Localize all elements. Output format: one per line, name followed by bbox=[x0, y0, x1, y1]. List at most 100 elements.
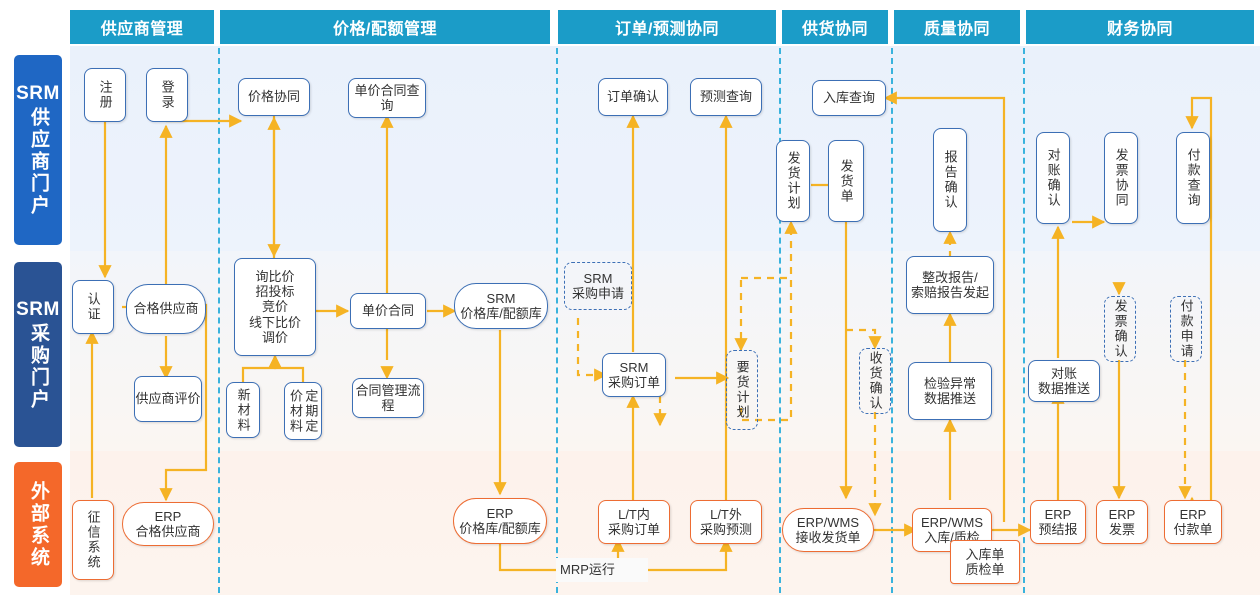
node-label-line1: ERP/WMS bbox=[920, 514, 984, 530]
node-label-line2: 价格库/配额库 bbox=[459, 521, 541, 536]
node-label: 合同管理流程 bbox=[355, 382, 421, 413]
node-erp-invoice[interactable]: ERP 发票 bbox=[1096, 500, 1148, 544]
node-erp-qualified-supplier[interactable]: ERP 合格供应商 bbox=[122, 502, 214, 546]
node-periodic-priced-material[interactable]: 定期定价材料 bbox=[284, 382, 322, 440]
header-supply-collab[interactable]: 供货协同 bbox=[782, 10, 888, 44]
node-erp-price-quota-library[interactable]: ERP 价格库/配额库 bbox=[453, 498, 547, 544]
node-label: 供应商评价 bbox=[135, 391, 201, 407]
node-forecast-query[interactable]: 预测查询 bbox=[690, 78, 762, 116]
node-label-line1: 对账 bbox=[1050, 365, 1077, 381]
lane-external-system: 外部系统 bbox=[14, 462, 62, 587]
node-label: 单价合同查询 bbox=[354, 82, 420, 113]
node-payment-query[interactable]: 付款查询 bbox=[1176, 132, 1210, 224]
node-erp-wms-inbound-qc[interactable]: ERP/WMS 入库/质检 bbox=[912, 508, 992, 552]
node-label-line1: ERP bbox=[1179, 506, 1207, 522]
node-inspection-abnormal-data-push[interactable]: 检验异常 数据推送 bbox=[908, 362, 992, 420]
node-login[interactable]: 登录 bbox=[146, 68, 188, 122]
separator-1 bbox=[218, 48, 220, 593]
node-erp-wms-receive-shipment[interactable]: ERP/WMS 接收发货单 bbox=[782, 508, 874, 552]
node-lt-out-purchase-forecast[interactable]: L/T外 采购预测 bbox=[690, 500, 762, 544]
node-label-line2: 付款单 bbox=[1173, 522, 1213, 537]
node-label-line1: ERP bbox=[154, 508, 182, 524]
node-label-line1: L/T外 bbox=[710, 506, 742, 522]
node-label-line1: ERP bbox=[486, 505, 514, 521]
lane-label: 供应商门户 bbox=[27, 107, 49, 217]
node-label-line1: 整改报告/ bbox=[922, 269, 978, 285]
label-mrp-run: MRP运行 bbox=[556, 558, 648, 582]
node-payment-request[interactable]: 付款申请 bbox=[1170, 296, 1202, 362]
node-reconciliation-confirmation[interactable]: 对账确认 bbox=[1036, 132, 1070, 224]
node-label-line2: 预结报 bbox=[1038, 522, 1078, 537]
node-invoice-collaboration[interactable]: 发票协同 bbox=[1104, 132, 1138, 224]
node-reconciliation-data-push[interactable]: 对账 数据推送 bbox=[1028, 360, 1100, 402]
lane-srm-supplier-portal: SRM 供应商门户 bbox=[14, 55, 62, 245]
node-label-line2: 合格供应商 bbox=[135, 524, 201, 539]
node-srm-purchase-order[interactable]: SRM 采购订单 bbox=[602, 353, 666, 397]
node-label: 价格协同 bbox=[247, 89, 300, 105]
node-label-line2: 数据推送 bbox=[1037, 381, 1090, 396]
header-supplier-management[interactable]: 供应商管理 bbox=[70, 10, 214, 44]
node-label-line2: 采购申请 bbox=[571, 286, 624, 301]
node-label: 订单确认 bbox=[606, 89, 659, 105]
node-receipt-confirmation[interactable]: 收货确认 bbox=[859, 348, 891, 414]
node-label-line1: L/T内 bbox=[618, 506, 650, 522]
node-label-line1: SRM bbox=[619, 359, 649, 375]
node-report-confirmation[interactable]: 报告确认 bbox=[933, 128, 967, 232]
header-quality-collab[interactable]: 质量协同 bbox=[894, 10, 1020, 44]
node-price-collaboration[interactable]: 价格协同 bbox=[238, 78, 310, 116]
node-new-material[interactable]: 新材料 bbox=[226, 382, 260, 438]
separator-2 bbox=[556, 48, 558, 593]
node-certification[interactable]: 认证 bbox=[72, 280, 114, 334]
node-label-line1: SRM bbox=[583, 270, 613, 286]
node-label: 预测查询 bbox=[699, 89, 752, 105]
node-supplier-evaluation[interactable]: 供应商评价 bbox=[134, 376, 202, 422]
node-label-line2: 接收发货单 bbox=[795, 530, 861, 545]
node-label-line2: 索赔报告发起 bbox=[910, 285, 989, 300]
separator-4 bbox=[891, 48, 893, 593]
band-supplier-portal bbox=[70, 46, 1260, 251]
node-order-confirmation[interactable]: 订单确认 bbox=[598, 78, 668, 116]
node-label: 询比价 招投标 竞价 线下比价 调价 bbox=[248, 268, 301, 345]
node-shipping-plan[interactable]: 发货计划 bbox=[776, 140, 810, 222]
node-inbound-qc-documents[interactable]: 入库单 质检单 bbox=[950, 540, 1020, 584]
node-inquiry-bidding-block[interactable]: 询比价 招投标 竞价 线下比价 调价 bbox=[234, 258, 316, 356]
node-label-line1: 检验异常 bbox=[923, 375, 976, 391]
node-label-line1: ERP bbox=[1108, 506, 1136, 522]
node-invoice-confirmation[interactable]: 发票确认 bbox=[1104, 296, 1136, 362]
node-label-line2: 采购订单 bbox=[607, 522, 660, 537]
node-shipping-order[interactable]: 发货单 bbox=[828, 140, 864, 222]
node-label-line1: ERP/WMS bbox=[796, 514, 860, 530]
lane-srm-purchase-portal: SRM 采购门户 bbox=[14, 262, 62, 447]
node-register[interactable]: 注册 bbox=[84, 68, 126, 122]
node-label-line2: 数据推送 bbox=[923, 391, 976, 406]
node-erp-presettlement[interactable]: ERP 预结报 bbox=[1030, 500, 1086, 544]
node-label-line2: 采购订单 bbox=[607, 375, 660, 390]
node-label-line1: 入库单 bbox=[965, 546, 1005, 562]
header-finance-collab[interactable]: 财务协同 bbox=[1026, 10, 1254, 44]
node-contract-management-flow[interactable]: 合同管理流程 bbox=[352, 378, 424, 418]
node-inbound-query[interactable]: 入库查询 bbox=[812, 80, 886, 116]
node-srm-price-quota-library[interactable]: SRM 价格库/配额库 bbox=[454, 283, 548, 329]
separator-5 bbox=[1023, 48, 1025, 593]
node-label-line1: SRM bbox=[486, 290, 516, 306]
node-lt-in-purchase-order[interactable]: L/T内 采购订单 bbox=[598, 500, 670, 544]
node-label-line2: 价格库/配额库 bbox=[460, 306, 542, 321]
node-srm-purchase-request[interactable]: SRM 采购申请 bbox=[564, 262, 632, 310]
node-unit-price-contract[interactable]: 单价合同 bbox=[350, 293, 426, 329]
node-label-line2: 采购预测 bbox=[699, 522, 752, 537]
node-rectification-claim-report[interactable]: 整改报告/ 索赔报告发起 bbox=[906, 256, 994, 314]
node-label: 合格供应商 bbox=[133, 301, 199, 317]
node-demand-plan[interactable]: 要货计划 bbox=[726, 350, 758, 430]
node-label-line2: 质检单 bbox=[965, 562, 1005, 577]
node-credit-system[interactable]: 征信系统 bbox=[72, 500, 114, 580]
node-qualified-supplier[interactable]: 合格供应商 bbox=[126, 284, 206, 334]
node-unit-price-contract-query[interactable]: 单价合同查询 bbox=[348, 78, 426, 118]
header-price-quota-management[interactable]: 价格/配额管理 bbox=[220, 10, 550, 44]
node-label-line1: ERP bbox=[1044, 506, 1072, 522]
header-order-forecast-collab[interactable]: 订单/预测协同 bbox=[558, 10, 776, 44]
node-erp-payment-order[interactable]: ERP 付款单 bbox=[1164, 500, 1222, 544]
lane-abbr: SRM bbox=[16, 298, 60, 320]
separator-3 bbox=[779, 48, 781, 593]
node-label-line2: 发票 bbox=[1108, 522, 1135, 537]
